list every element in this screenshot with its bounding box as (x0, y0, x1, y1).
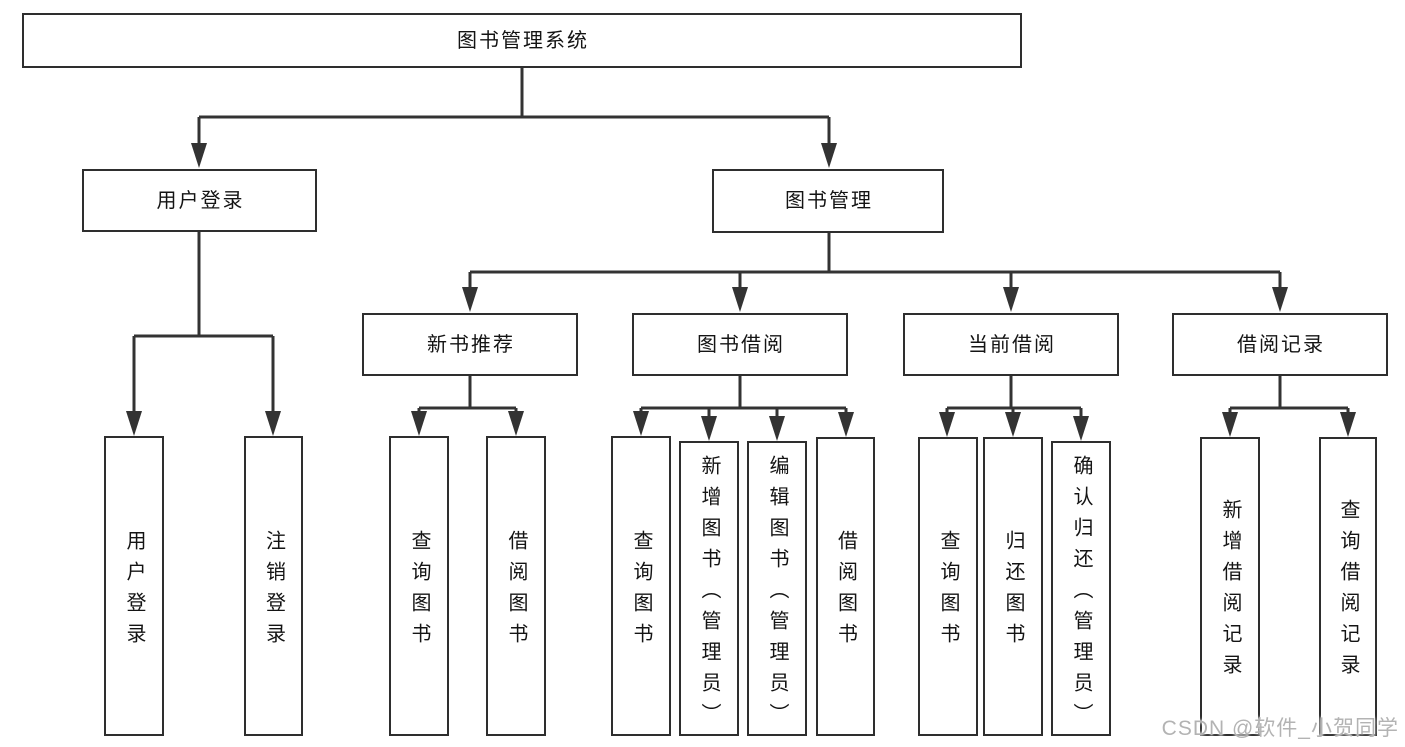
arrow-down-icon (939, 412, 955, 437)
arrow-down-icon (701, 416, 717, 441)
arrow-down-icon (821, 143, 837, 168)
arrow-down-icon (633, 411, 649, 436)
node-leaf-query-books-borrow: 查询图书 (611, 436, 671, 736)
arrow-down-icon (732, 287, 748, 312)
node-label: 新书推荐 (427, 333, 515, 356)
node-label: 用户登录 (123, 529, 145, 654)
node-label: 借阅图书 (834, 530, 857, 654)
node-new-book-recommend: 新书推荐 (362, 313, 578, 376)
connector-path (132, 68, 1350, 418)
node-label: 用户登录 (156, 189, 245, 212)
node-leaf-borrow-books-recommend: 借阅图书 (486, 436, 546, 736)
node-label: 查询图书 (408, 529, 430, 654)
arrow-down-icon (1005, 412, 1021, 437)
node-label: 确认归还（管理员） (1070, 454, 1092, 734)
node-label: 查询图书 (630, 529, 652, 654)
node-book-management: 图书管理 (712, 169, 944, 233)
node-label: 注销登录 (262, 529, 285, 654)
node-book-borrow: 图书借阅 (632, 313, 848, 376)
node-leaf-logout: 注销登录 (244, 436, 303, 736)
node-label: 查询借阅记录 (1337, 499, 1359, 685)
node-label: 图书管理 (785, 190, 873, 212)
arrow-down-icon (265, 411, 281, 436)
arrow-down-icon (508, 411, 524, 436)
node-label: 新增借阅记录 (1219, 499, 1241, 685)
arrow-down-icon (769, 416, 785, 441)
node-leaf-user-login: 用户登录 (104, 436, 164, 736)
node-leaf-borrow-books: 借阅图书 (816, 437, 875, 736)
node-label: 新增图书（管理员） (698, 454, 720, 734)
node-label: 归还图书 (1002, 530, 1024, 654)
node-user-login: 用户登录 (82, 169, 317, 232)
node-label: 当前借阅 (968, 333, 1056, 356)
node-borrow-records: 借阅记录 (1172, 313, 1388, 376)
node-label: 查询图书 (937, 530, 959, 654)
arrow-down-icon (462, 287, 478, 312)
arrow-down-icon (1073, 416, 1089, 441)
node-leaf-return-books: 归还图书 (983, 437, 1043, 736)
node-label: 图书借阅 (697, 333, 785, 356)
arrow-down-icon (1222, 412, 1238, 437)
node-label: 借阅图书 (505, 529, 527, 654)
watermark: CSDN @软件_小贺同学 (1161, 717, 1399, 740)
arrow-down-icon (1340, 412, 1356, 437)
arrow-down-icon (1272, 287, 1288, 312)
node-leaf-query-books-current: 查询图书 (918, 437, 978, 736)
connector-lines (132, 68, 1350, 418)
node-label: 图书管理系统 (457, 29, 589, 52)
node-current-borrow: 当前借阅 (903, 313, 1119, 376)
node-leaf-edit-book-admin: 编辑图书（管理员） (747, 441, 807, 736)
arrow-down-icon (411, 411, 427, 436)
arrow-down-icon (191, 143, 207, 168)
arrow-down-icon (1003, 287, 1019, 312)
node-leaf-query-borrow-record: 查询借阅记录 (1319, 437, 1377, 736)
node-label: 编辑图书（管理员） (766, 454, 788, 734)
arrow-down-icon (126, 411, 142, 436)
arrowheads (126, 143, 1356, 441)
node-leaf-add-book-admin: 新增图书（管理员） (679, 441, 739, 736)
arrow-down-icon (838, 412, 854, 437)
node-leaf-confirm-return-admin: 确认归还（管理员） (1051, 441, 1111, 736)
node-label: 借阅记录 (1237, 333, 1325, 356)
node-leaf-add-borrow-record: 新增借阅记录 (1200, 437, 1260, 736)
node-root: 图书管理系统 (22, 13, 1022, 68)
node-leaf-query-books-recommend: 查询图书 (389, 436, 449, 736)
